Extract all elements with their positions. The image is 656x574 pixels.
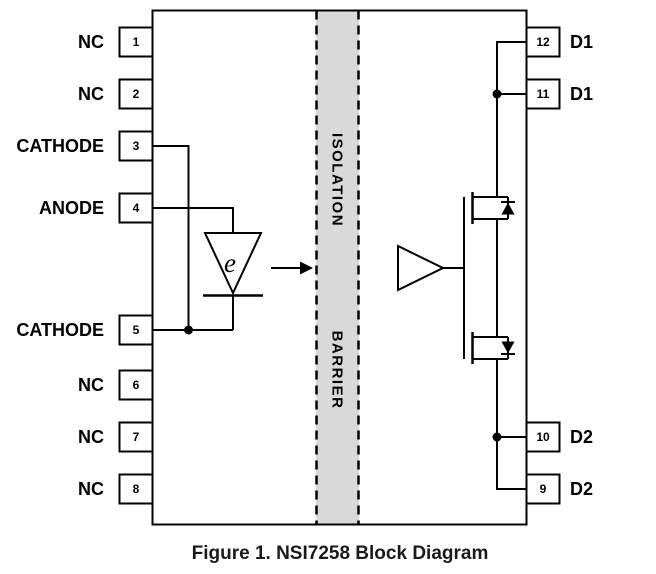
pin-label: D2 <box>570 479 593 499</box>
left-pins: 1 NC 2 NC 3 CATHODE 4 ANODE 5 CATHODE 6 … <box>16 26 154 505</box>
d1-rail-wire <box>496 41 527 197</box>
pin-box <box>118 369 154 401</box>
junction-dot-d1 <box>492 89 502 99</box>
pin-right-9: 9 D2 <box>525 473 593 505</box>
pin-label: NC <box>78 479 104 499</box>
pin-number: 7 <box>133 430 140 444</box>
figure-caption: Figure 1. NSI7258 Block Diagram <box>192 543 489 564</box>
pin-box <box>118 26 154 58</box>
cathode3-wire <box>152 145 190 330</box>
pin-box <box>118 192 154 224</box>
pin-number: 6 <box>133 378 140 392</box>
pin-left-5: 5 CATHODE <box>16 314 154 346</box>
pin-number: 3 <box>133 139 140 153</box>
mosfet-top-body-diode-arrow-icon <box>501 202 515 215</box>
right-pins: 12 D1 11 D1 10 D2 9 D2 <box>525 26 593 505</box>
junction-dot-d2 <box>492 432 502 442</box>
isolation-barrier-band <box>316 11 359 524</box>
pin-label: CATHODE <box>16 320 104 340</box>
pin-box <box>118 473 154 505</box>
emitter-diode-triangle <box>203 232 263 296</box>
pin-right-11: 11 D1 <box>525 78 593 110</box>
anode-wire <box>152 207 234 233</box>
isolation-barrier: ISOLATION BARRIER <box>315 10 360 525</box>
pin-left-6: 6 NC <box>78 369 154 401</box>
pin-number: 11 <box>537 87 550 101</box>
pin-number: 1 <box>133 35 140 49</box>
pin-left-3: 3 CATHODE <box>16 130 154 162</box>
receiver-circuit <box>397 41 527 490</box>
pin-number: 4 <box>133 201 140 215</box>
pin-label: ANODE <box>39 198 104 218</box>
pin-label: NC <box>78 375 104 395</box>
pin-label: NC <box>78 32 104 52</box>
d2-rail-wire <box>496 359 527 490</box>
pin-box <box>118 130 154 162</box>
pin-number: 5 <box>133 323 140 337</box>
barrier-label-isolation: ISOLATION <box>329 133 346 227</box>
pin-left-4: 4 ANODE <box>39 192 154 224</box>
pin-number: 10 <box>536 430 550 444</box>
mosfet-bottom-body-diode-arrow-icon <box>501 341 515 354</box>
pin-box <box>118 314 154 346</box>
pin-label: NC <box>78 84 104 104</box>
signal-arrow-head-icon <box>300 261 313 275</box>
pin-label: D2 <box>570 427 593 447</box>
pin-label: CATHODE <box>16 136 104 156</box>
pin-label: D1 <box>570 84 593 104</box>
emitter-circuit: e <box>152 145 313 335</box>
pin-left-8: 8 NC <box>78 473 154 505</box>
pin-left-7: 7 NC <box>78 421 154 453</box>
pin-number: 8 <box>133 482 140 496</box>
pin-number: 2 <box>133 87 140 101</box>
pin-right-10: 10 D2 <box>525 421 593 453</box>
junction-dot-cathode <box>184 325 193 335</box>
pin-box <box>118 78 154 110</box>
pin-right-12: 12 D1 <box>525 26 593 58</box>
pin-label: NC <box>78 427 104 447</box>
pin-left-1: 1 NC <box>78 26 154 58</box>
barrier-label-barrier: BARRIER <box>329 331 346 410</box>
pin-left-2: 2 NC <box>78 78 154 110</box>
pin-label: D1 <box>570 32 593 52</box>
pin-number: 12 <box>536 35 550 49</box>
pin-box <box>525 78 561 110</box>
pin-number: 9 <box>540 482 547 496</box>
emitter-symbol-label: e <box>224 248 236 278</box>
pin-box <box>118 421 154 453</box>
amplifier-triangle <box>397 244 446 292</box>
